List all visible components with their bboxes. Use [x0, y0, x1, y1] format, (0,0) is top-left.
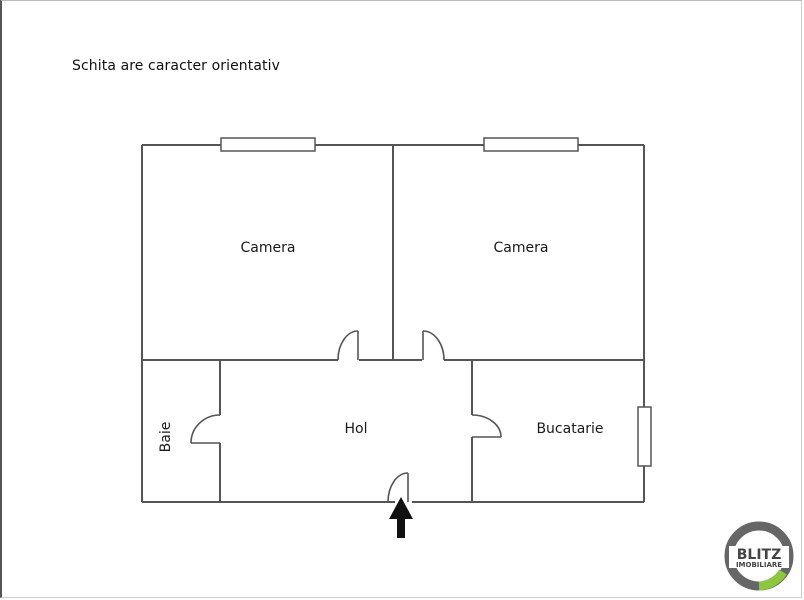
window-camera-1	[220, 137, 316, 152]
window-bucatarie	[637, 406, 652, 467]
blitz-imobiliare-logo: BLITZ IMOBILIARE	[724, 521, 794, 591]
room-label-camera-2: Camera	[494, 240, 549, 256]
disclaimer-note: Schita are caracter orientativ	[72, 58, 281, 74]
room-label-hol: Hol	[345, 421, 368, 437]
door-baie	[190, 414, 221, 444]
logo-text-imobiliare: IMOBILIARE	[736, 561, 782, 569]
door-bucatarie	[471, 414, 502, 438]
door-camera-2	[422, 330, 445, 361]
room-label-bucatarie: Bucatarie	[536, 421, 603, 437]
door-entrance	[387, 472, 409, 503]
window-camera-2	[483, 137, 579, 152]
door-camera-1	[337, 330, 359, 361]
room-label-camera-1: Camera	[241, 240, 296, 256]
interior-walls	[142, 145, 644, 502]
logo-text-blitz: BLITZ	[737, 547, 782, 563]
room-label-baie: Baie	[158, 422, 174, 453]
arrow-up-icon	[389, 497, 413, 538]
